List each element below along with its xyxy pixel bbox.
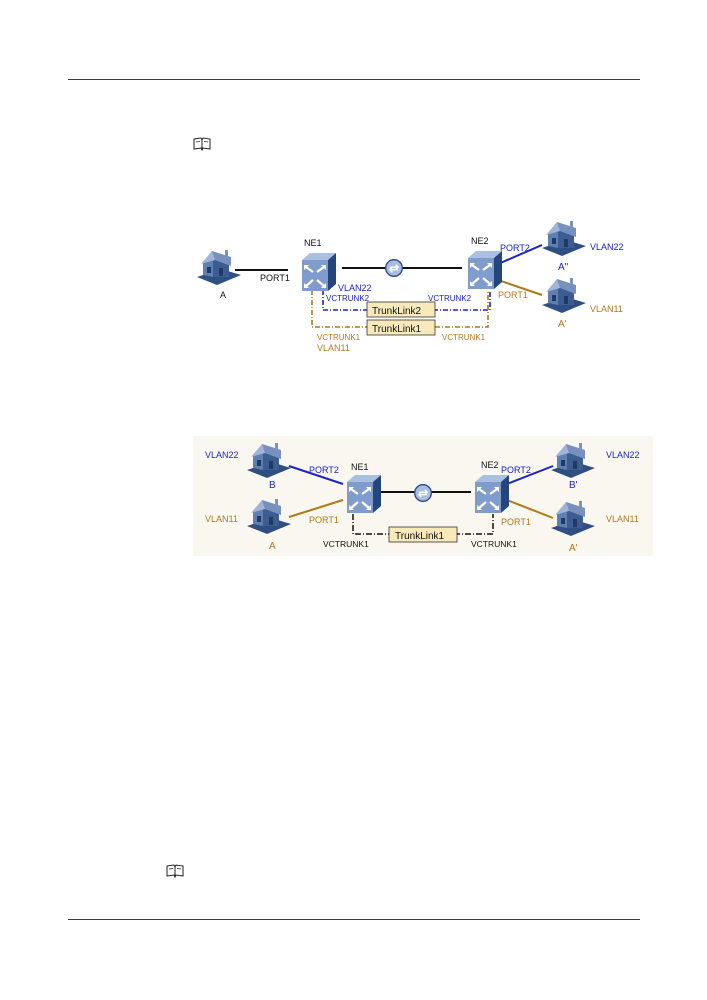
site-b2-label: B'	[569, 480, 578, 491]
link-ne2-a2	[497, 244, 543, 265]
site-a-icon	[197, 250, 241, 285]
cloud-icon	[384, 258, 404, 278]
cloud-icon	[413, 483, 433, 503]
site-a-label: A	[269, 541, 276, 552]
vctrunk2-ne2-label: VCTRUNK2	[428, 294, 472, 303]
port2-ne2-label: PORT2	[500, 243, 530, 253]
book-icon	[166, 864, 184, 878]
vlan11-right-label: VLAN11	[590, 304, 623, 314]
trunklink2-label: TrunkLink2	[372, 306, 422, 317]
header-rule	[68, 79, 640, 80]
site-a2-icon	[551, 501, 595, 536]
site-b2-icon	[551, 443, 595, 478]
trunklink2-box	[366, 301, 436, 318]
site-a2-label: A'	[569, 543, 578, 554]
site-a2-label: A"	[558, 262, 569, 273]
port2-ne2-label: PORT2	[501, 465, 531, 475]
ne1-label: NE1	[351, 462, 369, 472]
vctrunk1-ne1-label: VCTRUNK1	[323, 539, 369, 549]
ne1-switch-icon[interactable]	[345, 473, 383, 515]
vlan11-right-label: VLAN11	[606, 514, 639, 524]
vctrunk1-ne2-label: VCTRUNK1	[471, 539, 517, 549]
link-ne2-b2	[506, 465, 554, 485]
vlan22-right-label: VLAN22	[590, 242, 624, 252]
port1-ne2-label: PORT1	[501, 517, 531, 527]
site-a1-icon	[542, 278, 586, 313]
ne2-switch-icon[interactable]	[466, 249, 504, 291]
book-icon	[193, 137, 211, 151]
network-diagram-2: TrunkLink1 VLAN22 VLAN11 B A PORT2 PORT1…	[193, 436, 653, 556]
link-b-ne1	[288, 465, 344, 485]
link-ne2-a1	[497, 279, 543, 296]
site-a2-icon	[542, 221, 586, 256]
network-diagram-1: TrunkLink2 TrunkLink1 NE1 NE2 A PORT1 PO…	[190, 210, 650, 360]
footer-rule	[68, 919, 640, 920]
vlan22-right-label: VLAN22	[606, 450, 640, 460]
trunklink1-box	[388, 526, 458, 543]
port1-ne1-label: PORT1	[309, 515, 339, 525]
ne1-switch-icon[interactable]	[300, 251, 338, 293]
site-b-icon	[247, 443, 291, 478]
site-b-label: B	[269, 480, 276, 491]
vlan22-ne1-label: VLAN22	[338, 283, 372, 293]
trunklink1-box	[366, 319, 436, 336]
vctrunk1-ne1-label: VCTRUNK1	[317, 333, 361, 342]
site-a1-label: A'	[558, 319, 567, 330]
link-ne2-a2	[506, 499, 554, 519]
trunklink1-label: TrunkLink1	[395, 531, 445, 542]
ne1-label: NE1	[304, 238, 322, 248]
port1-ne2-label: PORT1	[498, 290, 528, 300]
ne2-switch-icon[interactable]	[473, 473, 511, 515]
site-a-icon	[247, 499, 291, 534]
ne2-label: NE2	[471, 236, 489, 246]
ne2-label: NE2	[481, 460, 499, 470]
vctrunk1-ne2-label: VCTRUNK1	[442, 333, 486, 342]
link-a-ne1	[288, 499, 344, 518]
vlan22-left-label: VLAN22	[205, 450, 239, 460]
vlan11-left-label: VLAN11	[205, 514, 238, 524]
vlan11-ne1-label: VLAN11	[317, 343, 350, 353]
port1-ne1-label: PORT1	[260, 273, 290, 283]
vctrunk2-ne1-label: VCTRUNK2	[326, 294, 370, 303]
trunklink1-label: TrunkLink1	[372, 324, 422, 335]
site-a-label: A	[220, 290, 226, 300]
port2-ne1-label: PORT2	[309, 465, 339, 475]
